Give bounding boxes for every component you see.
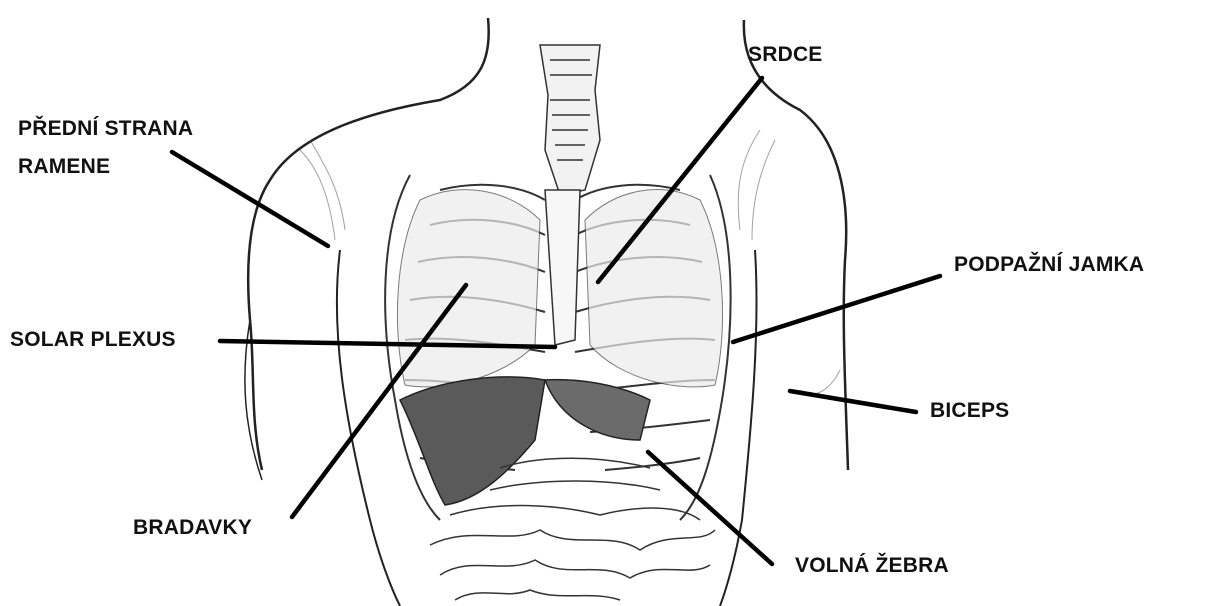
label-heart: SRDCE: [748, 38, 823, 72]
leader-armpit: [733, 276, 940, 342]
leader-biceps: [790, 391, 916, 412]
label-front-shoulder-line2: RAMENE: [18, 148, 193, 186]
abdomen-organs: [400, 377, 650, 505]
leader-front-shoulder: [172, 152, 328, 246]
label-solar-plexus: SOLAR PLEXUS: [10, 323, 176, 357]
torso-illustration: [245, 18, 848, 606]
label-biceps: BICEPS: [930, 394, 1009, 428]
label-floating-ribs: VOLNÁ ŽEBRA: [795, 549, 949, 583]
label-front-shoulder: PŘEDNÍ STRANA RAMENE: [18, 110, 193, 186]
label-armpit: PODPAŽNÍ JAMKA: [954, 248, 1144, 282]
trachea: [540, 45, 600, 195]
sternum: [545, 190, 580, 345]
label-nipples: BRADAVKY: [133, 511, 252, 545]
label-front-shoulder-line1: PŘEDNÍ STRANA: [18, 110, 193, 148]
